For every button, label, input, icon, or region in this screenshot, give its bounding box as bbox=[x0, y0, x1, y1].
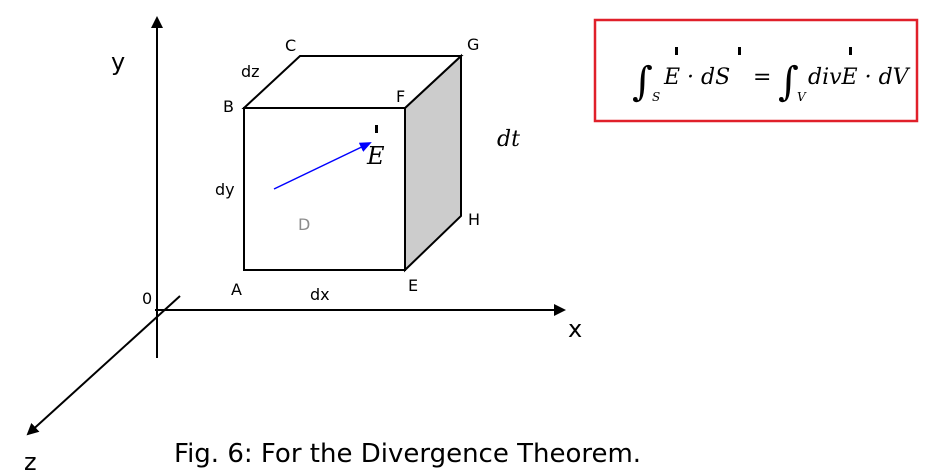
vertex-d-label: D bbox=[298, 215, 310, 234]
surface-subscript: S bbox=[652, 90, 660, 104]
dx-label: dx bbox=[310, 285, 330, 304]
field-vector-label: E bbox=[366, 142, 385, 170]
formula-rhs: divE · dV bbox=[808, 65, 911, 90]
cube-front-face bbox=[243, 107, 406, 271]
volume-integral-sign: ∫ bbox=[778, 59, 799, 105]
volume-subscript: V bbox=[797, 90, 807, 104]
field-vector: E bbox=[273, 125, 385, 190]
vertex-g-label: G bbox=[467, 35, 479, 54]
vertex-f-label: F bbox=[396, 87, 405, 106]
formula-box bbox=[593, 18, 919, 123]
vertex-c-label: C bbox=[285, 36, 296, 55]
lhs-e-vector-mark bbox=[675, 47, 678, 55]
formula-equals: = bbox=[753, 65, 771, 90]
rhs-e-vector-mark bbox=[849, 47, 852, 55]
cube bbox=[241, 53, 464, 273]
vertex-e-label: E bbox=[408, 276, 418, 295]
vertex-labels: A B C D E F G H bbox=[223, 35, 480, 299]
axes: y x z 0 bbox=[24, 16, 582, 475]
dimension-labels: dx dy dz dt bbox=[215, 62, 520, 304]
dz-label: dz bbox=[241, 62, 260, 81]
lhs-s-vector-mark bbox=[738, 47, 741, 55]
surface-integral-sign: ∫ bbox=[632, 59, 653, 105]
z-axis-label: z bbox=[24, 448, 37, 475]
vertex-b-label: B bbox=[223, 97, 234, 116]
field-vector-mark bbox=[375, 125, 378, 133]
origin-label: 0 bbox=[142, 289, 152, 308]
field-vector-arrow bbox=[273, 142, 372, 190]
vertex-h-label: H bbox=[468, 210, 480, 229]
x-axis-label: x bbox=[568, 315, 582, 343]
divergence-theorem-formula: ∫ S E · dS = ∫ V divE · dV bbox=[593, 18, 919, 123]
dt-label: dt bbox=[497, 127, 520, 152]
z-axis bbox=[26, 295, 181, 436]
y-axis-label: y bbox=[111, 48, 125, 76]
vertex-a-label: A bbox=[231, 280, 242, 299]
dy-label: dy bbox=[215, 180, 235, 199]
formula-lhs: E · dS bbox=[663, 65, 730, 90]
figure-caption: Fig. 6: For the Divergence Theorem. bbox=[174, 439, 641, 469]
